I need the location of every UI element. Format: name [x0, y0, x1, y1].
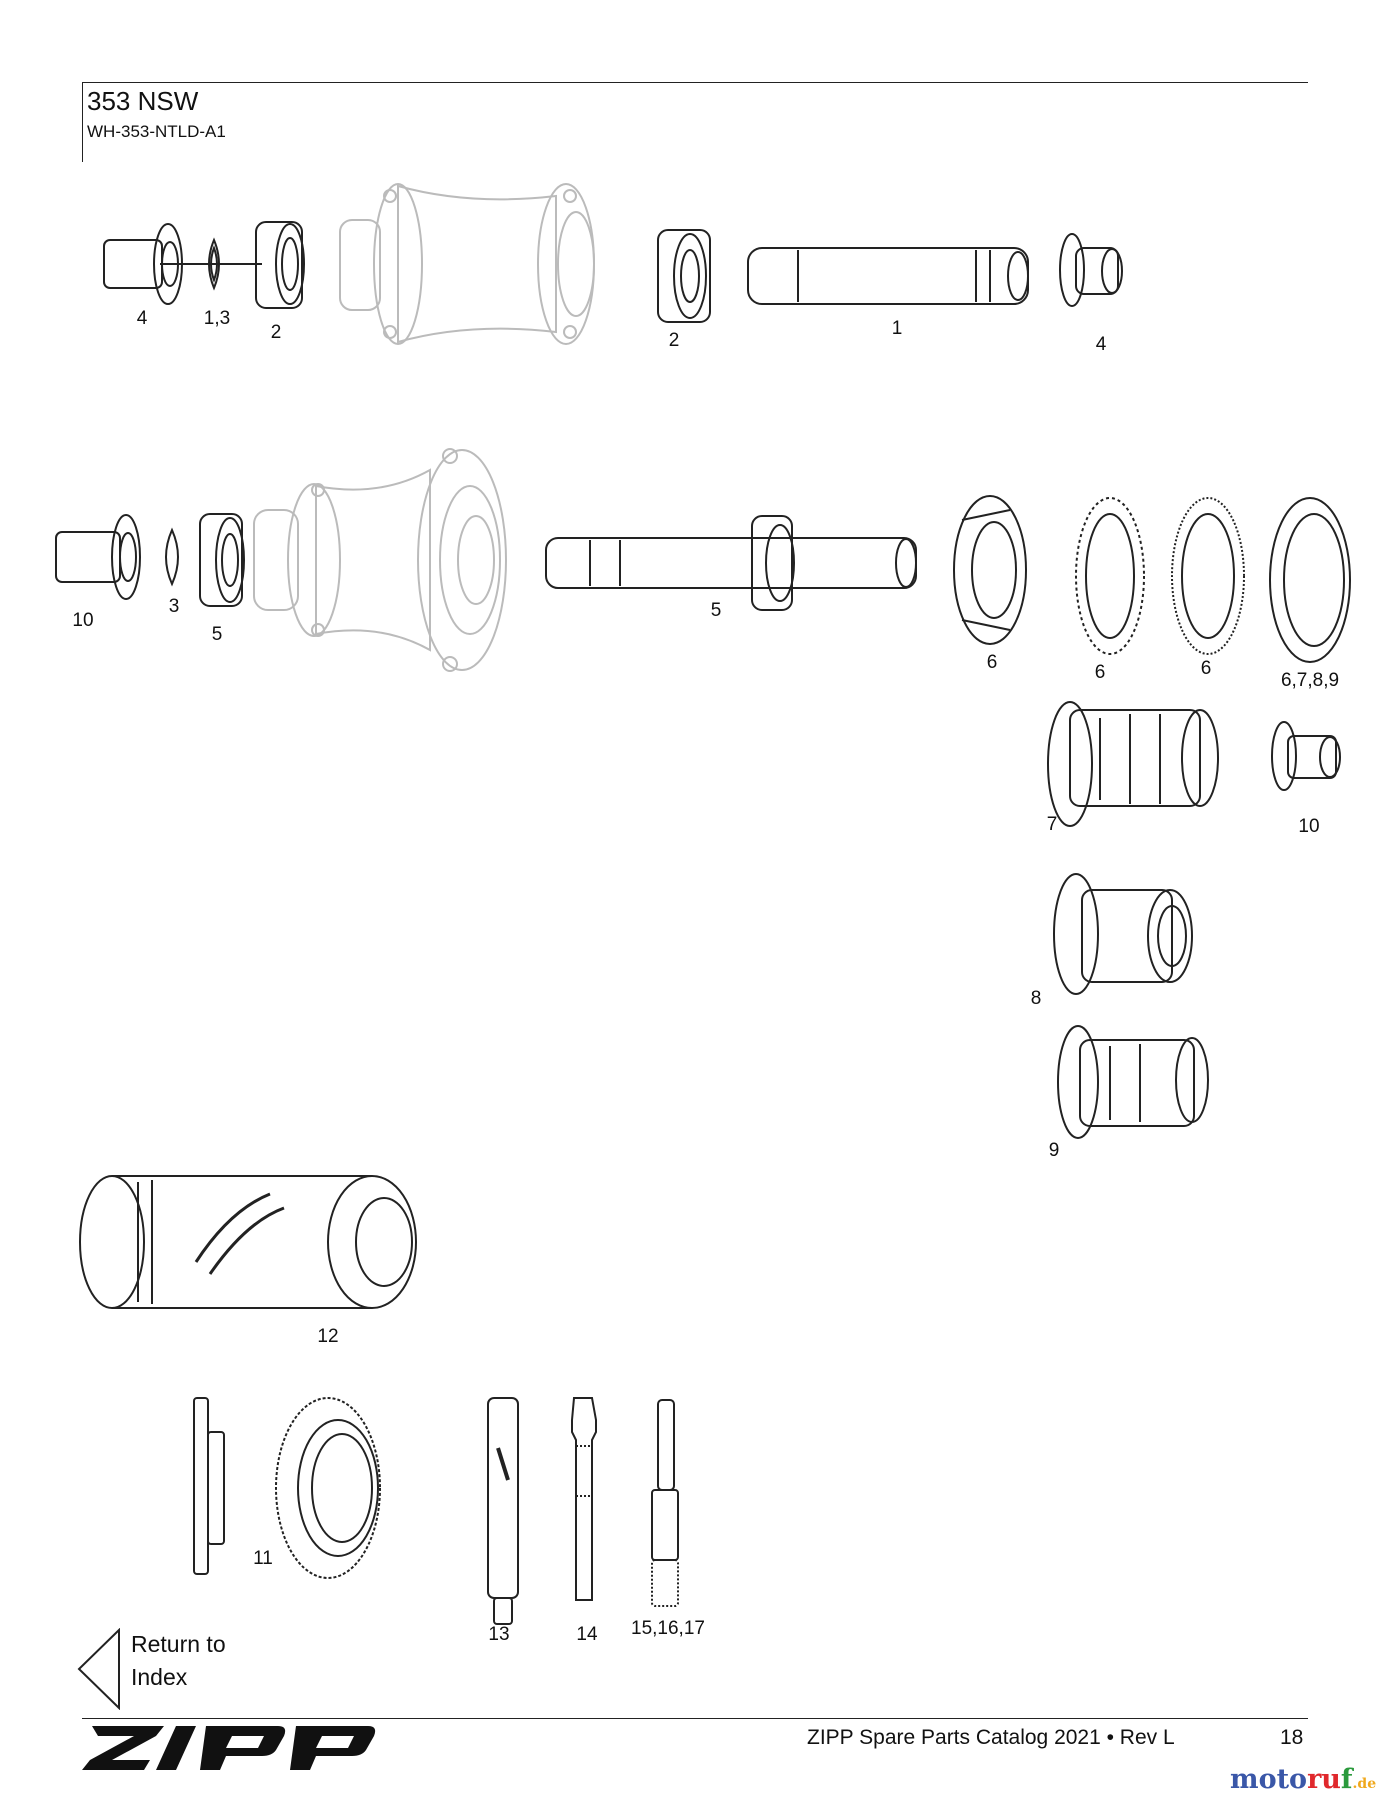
callout-front-right-adapter: 4 — [1095, 334, 1107, 355]
callout-front-axle: 1 — [891, 318, 903, 339]
callout-front-seal: 1,3 — [203, 308, 231, 329]
front-right-bearing-drawing — [657, 229, 711, 323]
shimano-freehub-drawing — [1047, 701, 1219, 827]
campagnolo-freehub-drawing — [1057, 1025, 1209, 1139]
ratchet-drawing — [953, 495, 1027, 645]
left-triangle-icon — [77, 1628, 120, 1710]
rear-seal-drawing — [165, 527, 179, 587]
header-rule — [82, 82, 1308, 83]
toothed-ring-drawing — [1075, 497, 1145, 655]
front-left-bearing-drawing — [255, 221, 305, 309]
callout-front-right-bearing: 2 — [668, 330, 680, 351]
callout-ratchet-ring: 6 — [986, 652, 998, 673]
callout-freehub-seal: 6,7,8,9 — [1280, 670, 1340, 691]
watermark-part-1: moto — [1230, 1764, 1308, 1795]
tool-sleeve-drawing — [79, 1175, 417, 1309]
page-number: 18 — [1280, 1726, 1304, 1749]
callout-freehub-shimano: 7 — [1046, 814, 1058, 835]
callout-freehub-xd: 8 — [1030, 988, 1042, 1009]
callout-rear-seal: 3 — [168, 596, 180, 617]
drive-side-adapter-drawing — [1271, 721, 1341, 791]
rear-adapter-drawing — [55, 514, 141, 600]
zipp-logo — [82, 1726, 376, 1770]
callout-tool-15-17: 15,16,17 — [631, 1618, 705, 1639]
callout-rear-axle: 5 — [710, 600, 722, 621]
callout-tool-14: 14 — [576, 1624, 598, 1645]
return-to-index-label[interactable]: Return to Index — [131, 1628, 226, 1694]
header-side-rule — [82, 82, 83, 162]
model-code: WH-353-NTLD-A1 — [87, 122, 226, 141]
rear-hub-body-drawing — [253, 448, 507, 672]
callout-toothed-ring: 6 — [1094, 662, 1106, 683]
rear-left-bearing-drawing — [199, 513, 245, 607]
spring-ring-drawing — [1171, 497, 1245, 655]
tool-13-drawing — [487, 1397, 519, 1625]
return-line-2: Index — [131, 1664, 188, 1690]
callout-front-left-bearing: 2 — [270, 322, 282, 343]
page-title: 353 NSW — [87, 86, 199, 116]
catalog-footer: ZIPP Spare Parts Catalog 2021 • Rev L — [807, 1726, 1175, 1749]
callout-spring-ring: 6 — [1200, 658, 1212, 679]
callout-front-left-adapter: 4 — [136, 308, 148, 329]
front-right-end-cap-drawing — [1059, 233, 1123, 307]
front-axle-drawing — [747, 247, 1029, 305]
callout-freehub-campagnolo: 9 — [1048, 1140, 1060, 1161]
tool-15-17-drawing — [651, 1399, 679, 1607]
watermark-part-3: f — [1340, 1764, 1353, 1795]
return-to-index-link[interactable]: Return to Index — [75, 1628, 255, 1710]
rear-axle-drawing — [545, 515, 917, 611]
front-seal-drawing — [160, 237, 262, 291]
xd-freehub-drawing — [1053, 873, 1193, 995]
footer-rule — [82, 1718, 1308, 1719]
watermark-tld: .de — [1352, 1776, 1377, 1792]
tool-14-drawing — [571, 1397, 597, 1601]
callout-tool-13: 13 — [488, 1624, 510, 1645]
callout-tool-sleeve: 12 — [317, 1326, 339, 1347]
lockring-tool-drawing — [193, 1397, 381, 1579]
watermark-part-2: ru — [1307, 1764, 1341, 1795]
freehub-seal-drawing — [1269, 497, 1351, 663]
return-line-1: Return to — [131, 1631, 226, 1657]
callout-rear-adapter: 10 — [72, 610, 94, 631]
front-hub-body-drawing — [339, 183, 595, 345]
callout-rear-left-bearing: 5 — [211, 624, 223, 645]
callout-lockring-tool: 11 — [253, 1548, 273, 1569]
watermark: motoruf.de — [1230, 1764, 1376, 1795]
callout-drive-side-adapter: 10 — [1298, 816, 1320, 837]
